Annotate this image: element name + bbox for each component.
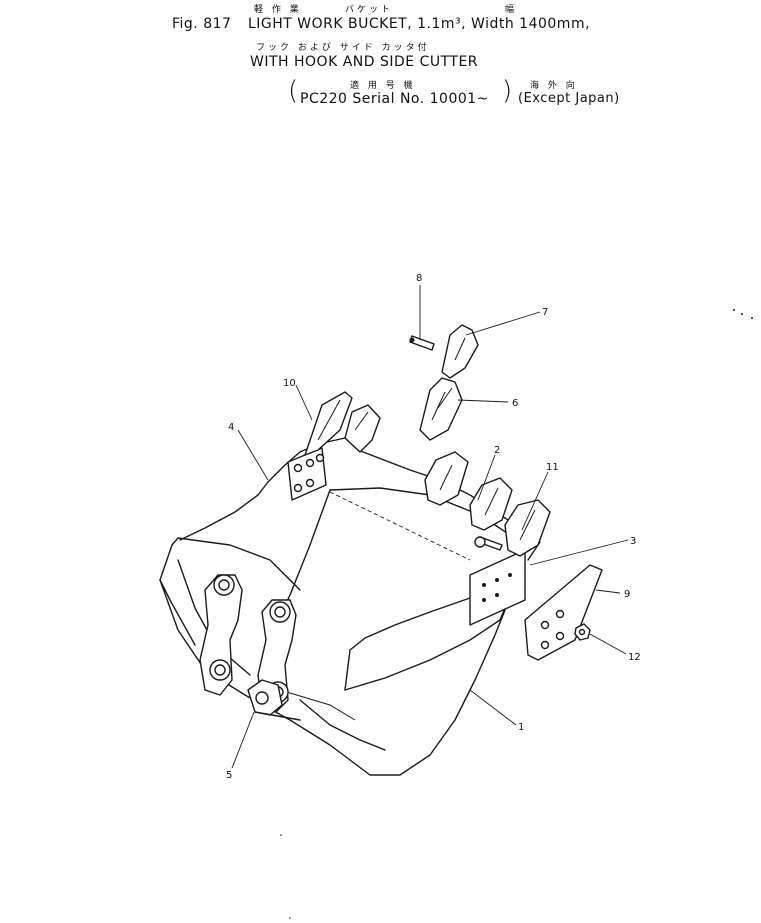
header-jp-line1-b: バケット — [345, 5, 394, 15]
serial-range: PC220 Serial No. 10001~ — [300, 91, 489, 107]
tooth-pin — [409, 335, 435, 351]
callout-4: 4 — [228, 422, 234, 433]
figure-subtitle: WITH HOOK AND SIDE CUTTER — [250, 54, 479, 70]
tooth-point-upper — [441, 324, 479, 379]
region-note: (Except Japan) — [518, 91, 620, 106]
callout-9: 9 — [624, 589, 630, 600]
header-jp-line3-b: 海 外 向 — [530, 81, 578, 91]
header-jp-line3-a: 適 用 号 機 — [350, 81, 416, 91]
callout-2: 2 — [494, 445, 500, 456]
side-plate-right — [469, 549, 526, 626]
callout-numbers: 8 7 6 10 4 2 11 3 9 12 1 5 — [226, 273, 641, 781]
callout-8: 8 — [416, 273, 422, 284]
tooth-adapters — [344, 404, 551, 557]
callout-10: 10 — [283, 378, 296, 389]
bolt — [474, 536, 503, 551]
figure-number: Fig. 817 — [172, 16, 232, 32]
right-bracket: ) — [502, 76, 513, 106]
callout-6: 6 — [512, 398, 518, 409]
tooth-point — [419, 377, 463, 441]
side-cutter-right — [524, 564, 603, 661]
header-jp-line1-c: 幅 — [505, 5, 518, 15]
callout-3: 3 — [630, 536, 636, 547]
figure-title: LIGHT WORK BUCKET, 1.1m³, Width 1400mm, — [248, 16, 591, 32]
left-bracket: ( — [288, 76, 299, 106]
leader-lines — [231, 285, 629, 769]
callout-7: 7 — [542, 307, 548, 318]
callout-12: 12 — [628, 652, 641, 663]
header-jp-line1-a: 軽 作 業 — [254, 5, 302, 15]
callout-1: 1 — [518, 722, 524, 733]
nut — [574, 623, 591, 641]
callout-11: 11 — [546, 462, 559, 473]
header-jp-line2: フック および サイド カッタ付 — [256, 43, 430, 53]
hinge-brackets — [199, 574, 301, 721]
callout-5: 5 — [226, 770, 232, 781]
scan-specks — [280, 309, 753, 919]
side-plate-left — [287, 447, 327, 501]
side-cutter-left — [304, 391, 353, 456]
diagram-header: 軽 作 業 バケット 幅 Fig. 817 LIGHT WORK BUCKET,… — [0, 0, 761, 120]
